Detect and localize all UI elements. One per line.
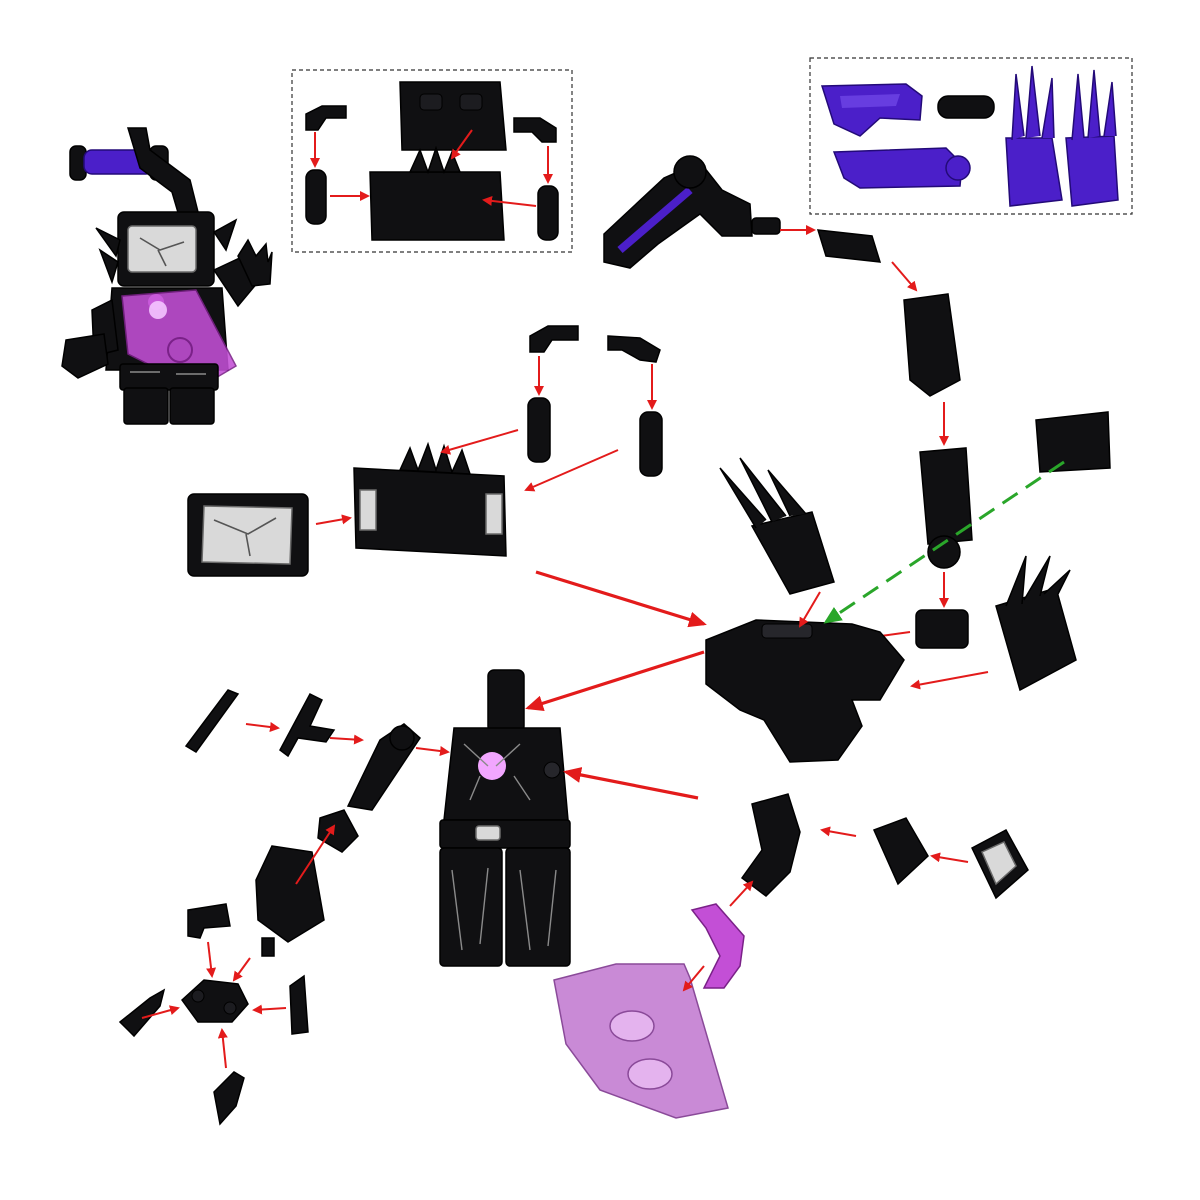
spikes-left bbox=[95, 227, 121, 285]
gun-arm bbox=[255, 845, 325, 943]
figure-leg-left bbox=[123, 387, 169, 425]
mid-head-fins bbox=[398, 441, 472, 475]
mid-bent-pin-right bbox=[607, 335, 661, 363]
hand-left bbox=[317, 809, 359, 853]
screen-tile-print bbox=[201, 505, 293, 565]
violet-claw-left bbox=[1005, 137, 1063, 207]
bottom-left-joint-cluster bbox=[118, 903, 309, 1126]
neck-post bbox=[487, 669, 525, 733]
cape-hole-bottom bbox=[627, 1058, 673, 1090]
figure-claw-right bbox=[237, 238, 273, 287]
violet-claw-right bbox=[1065, 135, 1119, 207]
figure-hips bbox=[119, 363, 219, 391]
alternate-parts-frame bbox=[809, 57, 1133, 215]
pin-cylinder-right bbox=[537, 185, 559, 241]
clip-rod bbox=[279, 693, 336, 758]
center-hub bbox=[180, 979, 249, 1023]
clip-connector bbox=[816, 229, 882, 263]
pink-cape bbox=[553, 963, 729, 1119]
arm-upper-piece bbox=[903, 293, 961, 397]
shoulder-armor bbox=[525, 411, 1111, 763]
pink-hose bbox=[690, 903, 745, 989]
right-arm bbox=[740, 793, 801, 897]
head-top-tile bbox=[399, 81, 507, 151]
black-claw-right-blades bbox=[1005, 555, 1071, 607]
assembled-figure bbox=[61, 127, 273, 425]
black-connector bbox=[937, 95, 995, 119]
violet-claw-left-blades bbox=[1011, 65, 1055, 141]
violet-arm-bottom bbox=[832, 147, 963, 189]
leg-right bbox=[505, 847, 571, 967]
bottom-clip bbox=[213, 1071, 245, 1126]
thin-rod bbox=[184, 689, 240, 753]
head-subassembly-box bbox=[291, 69, 573, 253]
bent-pin-left bbox=[305, 105, 347, 131]
bent-pin-right bbox=[513, 117, 557, 143]
arm-lower-piece bbox=[919, 447, 973, 545]
side-clip-right bbox=[289, 974, 309, 1035]
small-bracket-top bbox=[187, 903, 231, 939]
hand-plate bbox=[872, 817, 929, 886]
small-plate bbox=[915, 609, 969, 649]
figure-leg-right bbox=[169, 387, 215, 425]
mid-head-block bbox=[353, 467, 507, 557]
black-claw-upper-blades bbox=[719, 457, 807, 529]
side-clip-left bbox=[118, 988, 166, 1038]
cape-and-arm bbox=[553, 793, 1029, 1119]
violet-claw-right-blades bbox=[1071, 69, 1117, 141]
left-arm-chain bbox=[184, 689, 450, 957]
torso-chest-light bbox=[478, 752, 506, 780]
mid-cylinder-right bbox=[639, 411, 663, 477]
belt-buckle bbox=[475, 825, 501, 841]
head-assembly-mid bbox=[187, 325, 663, 577]
shoulder-pad bbox=[705, 619, 905, 763]
wall-bracket bbox=[1035, 411, 1111, 473]
torso-and-legs bbox=[439, 669, 699, 967]
mid-cylinder-left bbox=[527, 397, 551, 463]
black-claw-upper bbox=[750, 511, 835, 595]
cape-hole-top bbox=[609, 1010, 655, 1042]
head-block-exploded bbox=[369, 171, 505, 241]
screen-cracks bbox=[139, 237, 185, 267]
pin-cylinder-left bbox=[305, 169, 327, 225]
leg-left bbox=[439, 847, 503, 967]
arm-chain bbox=[603, 155, 973, 649]
arm-ball-joint bbox=[927, 535, 961, 569]
alternate-parts-box bbox=[809, 57, 1133, 215]
head-fins bbox=[408, 145, 462, 175]
head-subassembly-frame bbox=[291, 69, 573, 253]
hip-piece bbox=[439, 819, 571, 849]
spikes-right bbox=[212, 218, 238, 252]
figure-claw-left bbox=[61, 333, 109, 379]
bracket-violet-bar bbox=[617, 186, 693, 254]
mid-bent-pin-left bbox=[529, 325, 579, 353]
violet-armor-top bbox=[820, 83, 923, 137]
